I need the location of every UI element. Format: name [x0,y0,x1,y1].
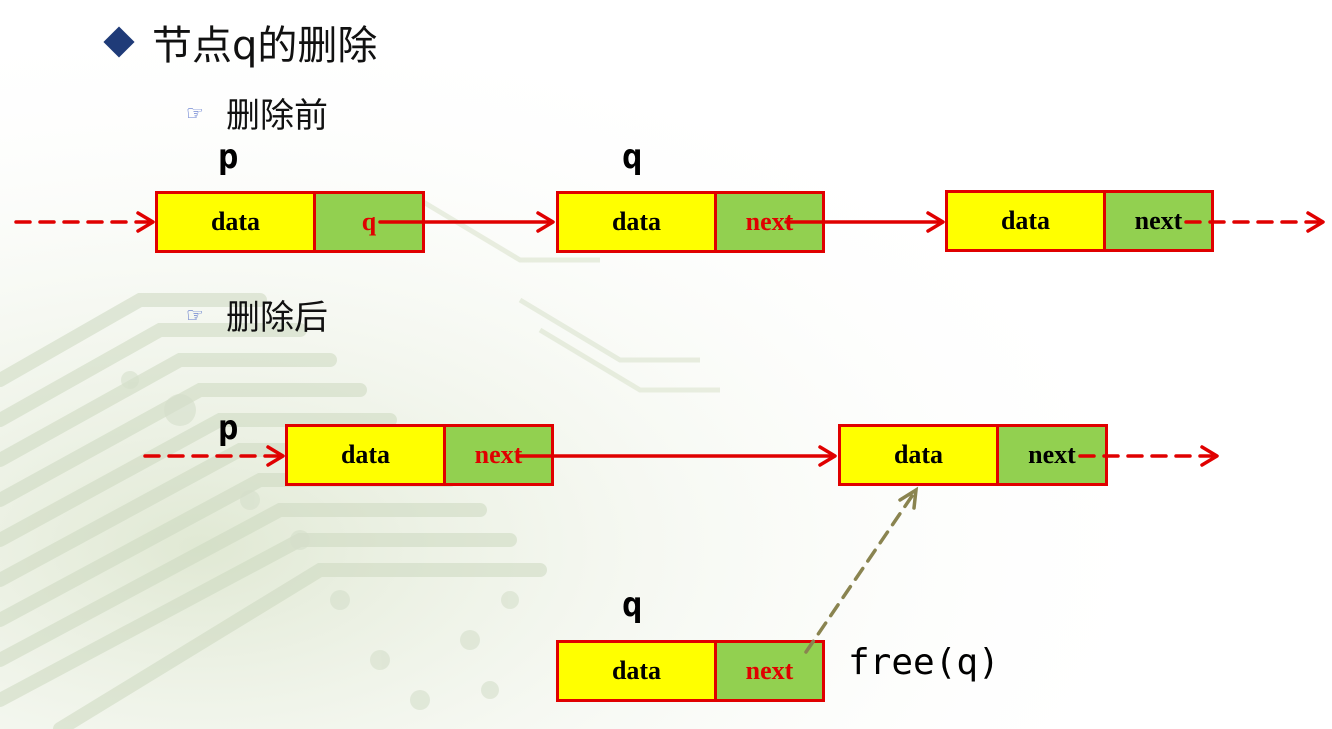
node-successor-after: data next [838,424,1108,486]
data-cell: data [841,427,999,483]
section-before-heading: ☞ 删除前 [186,88,328,137]
next-cell: q [316,194,422,250]
data-cell: data [559,643,717,699]
data-cell: data [559,194,717,250]
pointing-hand-icon: ☞ [186,302,204,327]
node-p-before: data q [155,191,425,253]
diamond-bullet-icon [103,26,135,58]
section-before-label: 删除前 [226,96,328,136]
node-after-q-before: data next [945,190,1214,252]
slide-title-text: 节点q的删除 [152,23,378,69]
node-q-freed: data next [556,640,825,702]
pointer-q-before: q [622,137,643,177]
slide-title: 节点q的删除 [100,12,377,72]
next-cell: next [1106,193,1211,249]
pointing-hand-icon: ☞ [186,100,204,125]
section-after-label: 删除后 [226,298,328,338]
pointer-p-after: p [218,408,239,448]
pointer-q-after: q [622,585,643,625]
next-cell: next [717,194,822,250]
data-cell: data [288,427,446,483]
free-call-label: free(q) [848,642,1000,683]
next-cell: next [446,427,551,483]
data-cell: data [158,194,316,250]
pointer-p-before: p [218,137,239,177]
section-after-heading: ☞ 删除后 [186,290,328,339]
data-cell: data [948,193,1106,249]
node-q-before: data next [556,191,825,253]
node-p-after: data next [285,424,554,486]
next-cell: next [717,643,822,699]
next-cell: next [999,427,1105,483]
